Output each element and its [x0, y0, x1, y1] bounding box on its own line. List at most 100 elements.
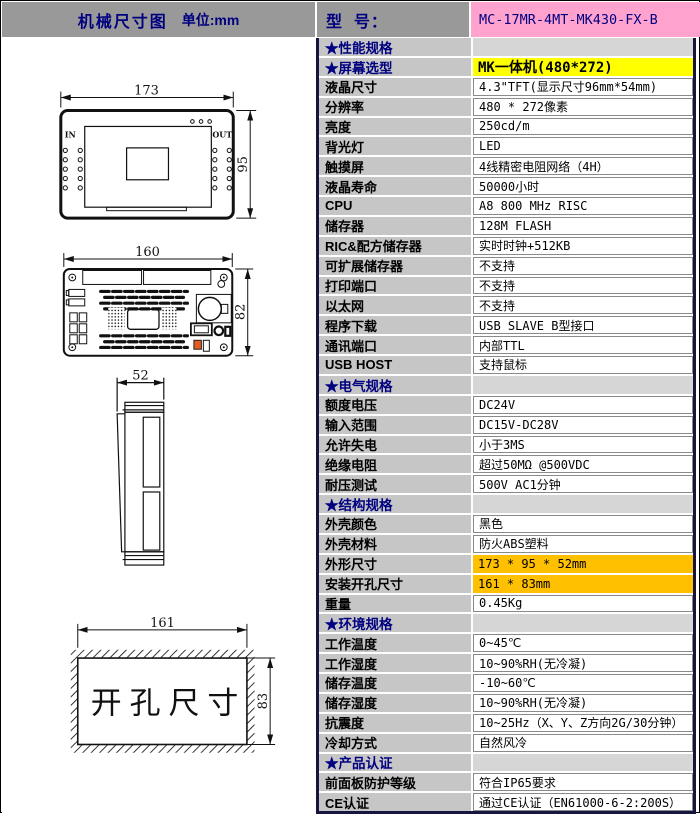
io-grid	[69, 312, 88, 345]
spec-label: 液晶尺寸	[319, 77, 471, 96]
spec-value: MK一体机(480*272)	[473, 57, 693, 76]
cutout-height-dim: 83	[256, 693, 271, 709]
spec-row: ★环境规格	[319, 614, 693, 633]
cutout-drawing: 161 开孔尺寸 83	[70, 616, 276, 753]
spec-value: 500V AC1分钟	[473, 475, 693, 494]
spec-value: 黑色	[473, 515, 693, 533]
spec-row: ★结构规格	[319, 495, 693, 513]
spec-label: 液晶寿命	[319, 177, 471, 195]
spec-row: 重量 0.45Kg	[319, 594, 693, 613]
spec-value: 支持鼠标	[473, 356, 693, 374]
spec-label: 分辨率	[319, 97, 471, 116]
spec-row: 耐压测试 500V AC1分钟	[319, 475, 693, 494]
spec-row: RIC&配方储存器 实时时钟+512KB	[319, 236, 693, 255]
spec-label: 绝缘电阻	[319, 455, 471, 474]
mechanical-drawing-panel: 173 95 IN OUT	[2, 37, 316, 813]
spec-row: ★性能规格	[319, 38, 693, 56]
cutout-label: 开孔尺寸	[91, 686, 246, 722]
spec-value: 不支持	[473, 256, 693, 275]
spec-row: ★屏幕选型 MK一体机(480*272)	[319, 57, 693, 76]
spec-value: 250cd/m	[473, 117, 693, 136]
side-width-dim: 52	[132, 369, 148, 384]
corner-screws	[68, 273, 228, 352]
spec-label: 前面板防护等级	[319, 773, 471, 792]
spec-label: 储存器	[319, 216, 471, 235]
front-left-leds	[62, 147, 83, 191]
spec-value: 0~45℃	[473, 634, 693, 653]
spec-label: 外壳材料	[319, 534, 471, 553]
spec-label: USB HOST	[319, 356, 471, 374]
spec-row: 抗震度 10~25Hz（X、Y、Z方向2G/30分钟）	[319, 713, 693, 732]
spec-value: -10~60℃	[473, 674, 693, 692]
drawing-panel-header: 机械尺寸图 单位:mm	[2, 2, 315, 37]
spec-row: 液晶尺寸 4.3"TFT(显示尺寸96mm*54mm)	[319, 77, 693, 96]
spec-value: 10~90%RH(无冷凝)	[473, 654, 693, 672]
spec-label: 触摸屏	[319, 157, 471, 176]
spec-value: 4.3"TFT(显示尺寸96mm*54mm)	[473, 77, 693, 96]
spec-label: 储存湿度	[319, 693, 471, 712]
spec-row: 工作湿度 10~90%RH(无冷凝)	[319, 654, 693, 672]
cutout-width-dim: 161	[150, 616, 175, 631]
spec-value: 通过CE认证（EN61000-6-2:200S）	[473, 793, 693, 812]
spec-row: 输入范围 DC15V-DC28V	[319, 415, 693, 434]
spec-label: 外壳颜色	[319, 515, 471, 533]
spec-value	[473, 753, 693, 772]
vent-slots-bottom	[99, 334, 190, 350]
spec-row: CE认证 通过CE认证（EN61000-6-2:200S）	[319, 793, 693, 812]
spec-value: 173 * 95 * 52mm	[473, 554, 693, 573]
front-height-dim: 95	[236, 156, 251, 172]
spec-row: 储存器 128M FLASH	[319, 216, 693, 235]
spec-value: DC24V	[473, 395, 693, 414]
spec-label: 工作温度	[319, 634, 471, 653]
spec-value	[473, 495, 693, 513]
spec-label: ★环境规格	[319, 614, 471, 633]
spec-value: 自然风冷	[473, 733, 693, 752]
spec-row: 前面板防护等级 符合IP65要求	[319, 773, 693, 792]
spec-row: 打印端口 不支持	[319, 276, 693, 295]
spec-row: 触摸屏 4线精密电阻网络（4H）	[319, 157, 693, 176]
back-view-drawing: 160 82	[62, 245, 254, 357]
spec-label: ★电气规格	[319, 375, 471, 394]
spec-row: ★电气规格	[319, 375, 693, 394]
back-width-dim: 160	[135, 245, 160, 260]
spec-row: 储存湿度 10~90%RH(无冷凝)	[319, 693, 693, 712]
spec-row: 外壳颜色 黑色	[319, 515, 693, 533]
spec-value: 防火ABS塑料	[473, 534, 693, 553]
spec-row: 程序下载 USB SLAVE B型接口	[319, 316, 693, 335]
spec-value: 内部TTL	[473, 336, 693, 354]
spec-value: 128M FLASH	[473, 216, 693, 235]
spec-table: ★性能规格 ★屏幕选型 MK一体机(480*272) 液晶尺寸 4.3"TFT(…	[316, 38, 696, 814]
spec-label: 安装开孔尺寸	[319, 574, 471, 593]
spec-row: 外形尺寸 173 * 95 * 52mm	[319, 554, 693, 573]
spec-label: ★性能规格	[319, 38, 471, 56]
spec-value: 10~25Hz（X、Y、Z方向2G/30分钟）	[473, 713, 693, 732]
spec-label: 程序下载	[319, 316, 471, 335]
spec-value: A8 800 MHz RISC	[473, 197, 693, 215]
spec-row: 通讯端口 内部TTL	[319, 336, 693, 354]
spec-value: 实时时钟+512KB	[473, 236, 693, 255]
mechanical-drawings-svg: 173 95 IN OUT	[59, 84, 276, 753]
spec-value	[473, 375, 693, 394]
spec-row: 冷却方式 自然风冷	[319, 733, 693, 752]
spec-row: CPU A8 800 MHz RISC	[319, 197, 693, 215]
spec-label: 额度电压	[319, 395, 471, 414]
spec-value: 0.45Kg	[473, 594, 693, 613]
spec-label: 储存温度	[319, 674, 471, 692]
spec-label: 外形尺寸	[319, 554, 471, 573]
power-terminal	[193, 339, 202, 350]
spec-row: 额度电压 DC24V	[319, 395, 693, 414]
back-height-dim: 82	[234, 304, 249, 320]
spec-label: 抗震度	[319, 713, 471, 732]
spec-row: 可扩展储存器 不支持	[319, 256, 693, 275]
spec-row: 以太网 不支持	[319, 296, 693, 315]
spec-label: 通讯端口	[319, 336, 471, 354]
spec-value: 10~90%RH(无冷凝)	[473, 693, 693, 712]
out-label: OUT	[212, 130, 232, 139]
model-label: 型 号：	[317, 2, 469, 37]
spec-label: 工作湿度	[319, 654, 471, 672]
spec-value: DC15V-DC28V	[473, 415, 693, 434]
spec-value: 480 * 272像素	[473, 97, 693, 116]
spec-row: 外壳材料 防火ABS塑料	[319, 534, 693, 553]
spec-value: USB SLAVE B型接口	[473, 316, 693, 335]
